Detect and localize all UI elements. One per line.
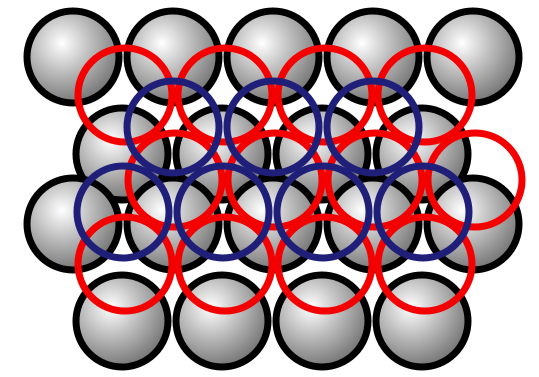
base-sphere xyxy=(76,275,168,367)
base-sphere xyxy=(176,275,268,367)
base-sphere xyxy=(27,11,119,103)
base-sphere xyxy=(376,275,468,367)
base-sphere xyxy=(276,275,368,367)
base-sphere-layer xyxy=(27,11,519,367)
